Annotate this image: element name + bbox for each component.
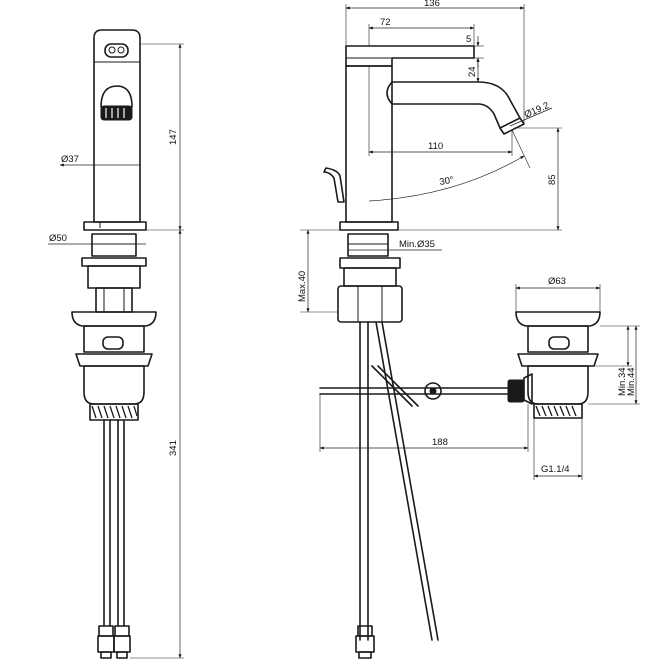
dim-angle: 30° xyxy=(368,129,531,202)
dim-72: 72 xyxy=(368,17,475,46)
front-faucet-body xyxy=(83,29,147,231)
top-offset-label: 5 xyxy=(466,34,471,45)
waste-thread-lines xyxy=(535,405,577,417)
deck-max-label: Max.40 xyxy=(297,271,308,302)
hole-min-label: Min.Ø35 xyxy=(399,239,435,250)
body-height-label: 147 xyxy=(168,129,179,145)
front-thread-lines xyxy=(91,405,138,419)
side-shank-assembly xyxy=(337,233,439,659)
dim-height-341: 341 xyxy=(130,229,184,659)
total-height-label: 341 xyxy=(168,440,179,456)
dim-height-147: 147 xyxy=(140,43,184,231)
thread-label: G1.1/4 xyxy=(541,464,570,475)
outlet-diameter-label: Ø19.2 xyxy=(523,100,551,121)
front-hoses xyxy=(97,419,131,659)
dim-thread: G1.1/4 xyxy=(533,418,583,480)
dim-deck-max: Max.40 xyxy=(297,229,340,313)
dim-hole-min: Min.Ø35 xyxy=(348,239,442,251)
side-faucet-body xyxy=(323,45,525,231)
outlet-height-label: 85 xyxy=(547,174,558,185)
waste-min-44-label: Min.44 xyxy=(626,367,637,396)
rod-length-label: 188 xyxy=(432,437,448,448)
dim-110: 110 xyxy=(368,66,513,156)
dim-waste-diameter: Ø63 xyxy=(515,276,601,312)
spout-offset-label: 72 xyxy=(380,17,391,28)
angle-label: 30° xyxy=(439,175,455,188)
dim-24: 24 xyxy=(467,57,484,83)
dim-body-diameter: Ø37 xyxy=(59,154,140,167)
dim-waste-min: Min.34 Min.44 xyxy=(588,325,640,405)
reach-label: 110 xyxy=(428,141,443,152)
spout-height-label: 24 xyxy=(467,66,478,77)
front-view: Ø37 Ø50 147 341 xyxy=(48,29,184,659)
body-diameter-label: Ø37 xyxy=(61,154,79,165)
waste-diameter-label: Ø63 xyxy=(548,276,566,287)
side-view: 136 72 5 24 Ø19.2 110 xyxy=(297,0,640,659)
dim-5: 5 xyxy=(466,34,484,68)
popup-rod xyxy=(319,365,513,407)
dim-85: 85 xyxy=(398,127,562,231)
dim-136: 136 xyxy=(345,0,525,124)
overall-width-label: 136 xyxy=(424,0,440,9)
dim-188: 188 xyxy=(319,394,529,452)
waste-min-34-label: Min.34 xyxy=(617,367,628,396)
waste-assembly xyxy=(507,311,601,419)
front-shank-assembly xyxy=(71,233,157,421)
dim-outlet-diameter: Ø19.2 xyxy=(509,100,553,127)
base-diameter-label: Ø50 xyxy=(49,233,67,244)
dim-base-diameter: Ø50 xyxy=(48,233,146,245)
